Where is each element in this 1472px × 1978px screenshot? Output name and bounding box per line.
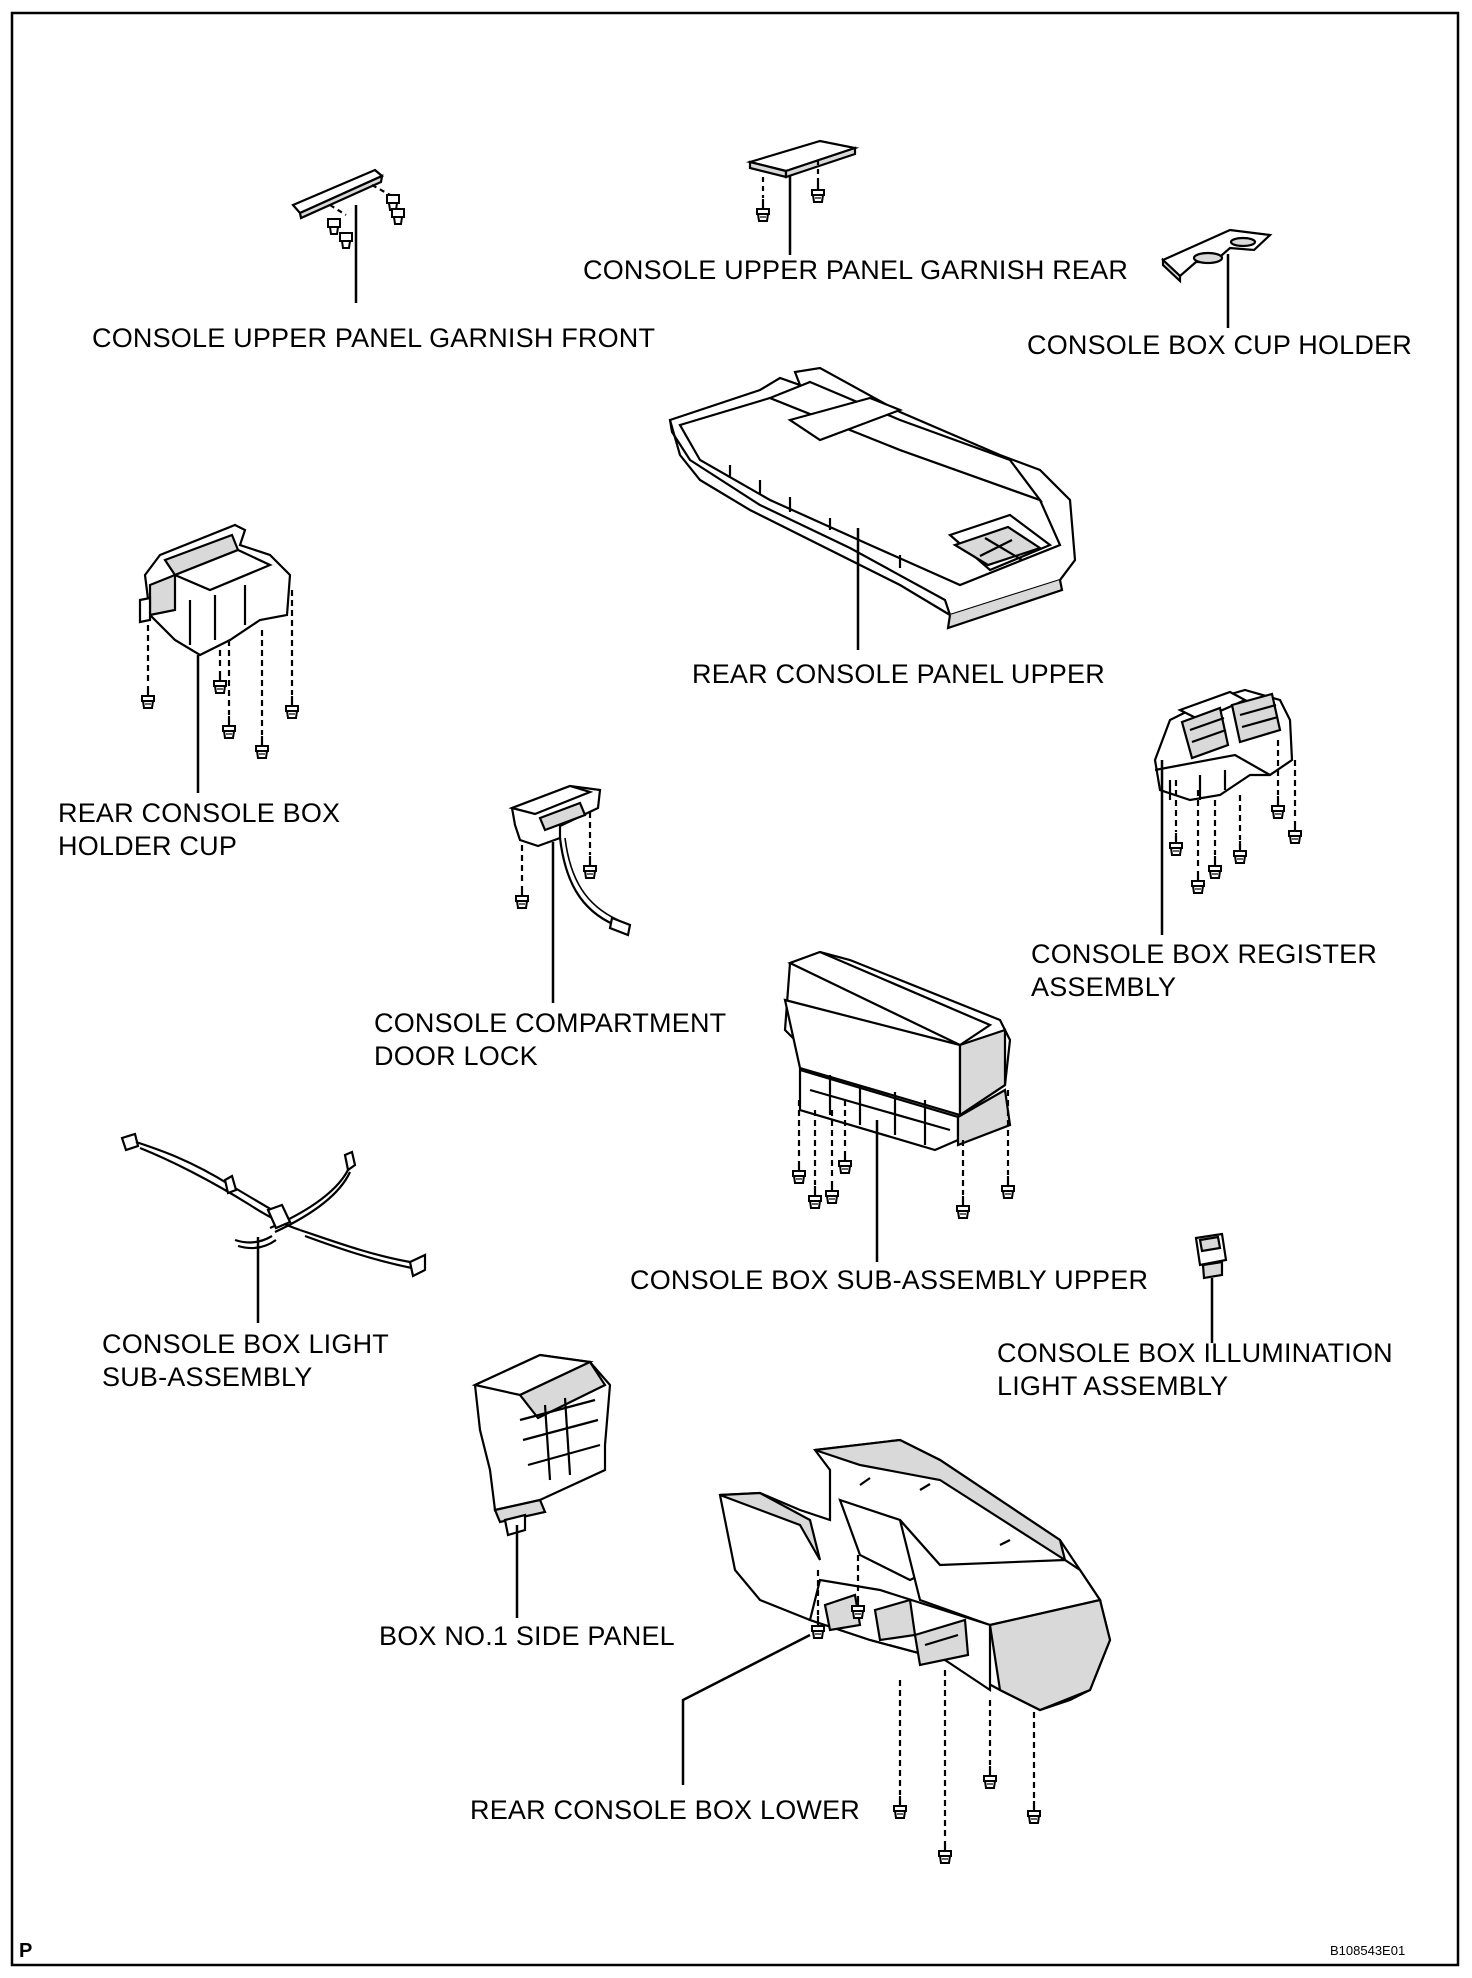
register-assembly-part: [1153, 688, 1303, 895]
label-garnish-rear: CONSOLE UPPER PANEL GARNISH REAR: [583, 255, 1129, 285]
label-illumination-light: CONSOLE BOX ILLUMINATION LIGHT ASSEMBLY: [997, 1338, 1393, 1401]
label-door-lock: CONSOLE COMPARTMENT DOOR LOCK: [374, 1008, 727, 1071]
door-lock-part: [508, 784, 632, 937]
corner-mark: P: [19, 1940, 33, 1962]
light-sub-assembly-part: [120, 1132, 427, 1278]
label-register-assembly: CONSOLE BOX REGISTER ASSEMBLY: [1031, 939, 1378, 1002]
label-garnish-front: CONSOLE UPPER PANEL GARNISH FRONT: [92, 323, 656, 353]
label-sub-assembly-upper: CONSOLE BOX SUB-ASSEMBLY UPPER: [630, 1265, 1149, 1295]
side-panel-part: [471, 1353, 612, 1537]
label-light-sub-assembly: CONSOLE BOX LIGHT SUB-ASSEMBLY: [102, 1329, 389, 1392]
panel-upper-part: [668, 366, 1077, 630]
box-holder-cup-part: [138, 523, 300, 760]
box-lower-leader: [681, 1633, 811, 1785]
page-frame: [10, 11, 1460, 1967]
label-cup-holder: CONSOLE BOX CUP HOLDER: [1027, 330, 1412, 360]
label-box-holder-cup: REAR CONSOLE BOX HOLDER CUP: [58, 798, 341, 861]
cup-holder-part: [1161, 228, 1273, 284]
garnish-rear-part: [745, 139, 860, 223]
garnish-front-part: [291, 168, 406, 250]
box-lower-part: [718, 1438, 1112, 1865]
illumination-light-part: [1194, 1232, 1228, 1280]
label-panel-upper: REAR CONSOLE PANEL UPPER: [692, 659, 1105, 689]
label-side-panel: BOX NO.1 SIDE PANEL: [379, 1621, 675, 1651]
label-box-lower: REAR CONSOLE BOX LOWER: [470, 1795, 860, 1825]
sub-assembly-upper-part: [783, 950, 1016, 1220]
figure-id: B108543E01: [1330, 1943, 1406, 1958]
